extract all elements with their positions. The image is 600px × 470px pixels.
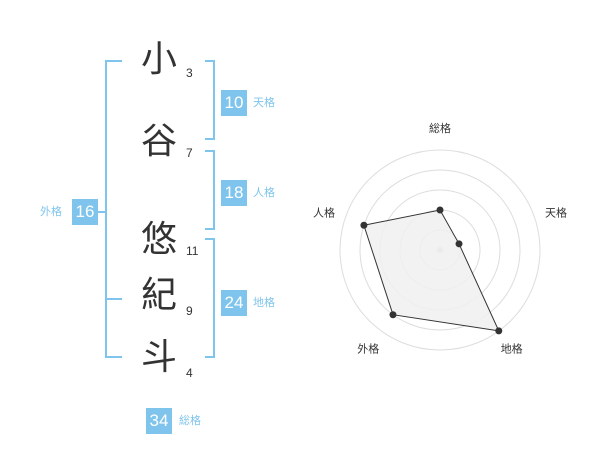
- radar-axis-label-4: 外格: [357, 342, 379, 356]
- stroke-count-3: 11: [186, 244, 199, 258]
- radar-ring-5: [339, 149, 541, 351]
- radar-point-2: [455, 240, 463, 248]
- chikaku-score: 24: [221, 290, 247, 316]
- radar-axis-label-5: 人格: [313, 205, 335, 219]
- soukaku-label: 総格: [179, 414, 201, 427]
- radar-point-3: [495, 327, 503, 335]
- chikaku-bracket: [205, 238, 215, 358]
- radar-point-5: [360, 221, 368, 229]
- name-char-1: 小: [140, 39, 177, 80]
- name-char-5: 斗: [140, 337, 177, 378]
- gaikaku-connector: [98, 211, 107, 213]
- jinkaku-bracket: [205, 150, 215, 230]
- chikaku-label: 地格: [253, 296, 275, 309]
- radar-axis-label-1: 総格: [429, 121, 451, 135]
- radar-axis-label-2: 天格: [545, 205, 567, 219]
- tenkaku-score: 10: [221, 90, 247, 116]
- jinkaku-score: 18: [221, 180, 247, 206]
- name-char-3: 悠: [140, 219, 177, 260]
- radar-points: [360, 206, 503, 335]
- radar-point-1: [436, 206, 444, 214]
- radar-data-area: [363, 209, 500, 332]
- radar-ring-4: [359, 169, 521, 331]
- tenkaku-label: 天格: [253, 96, 275, 109]
- gaikaku-bracket: [105, 60, 122, 358]
- stroke-count-4: 9: [186, 304, 193, 318]
- radar-point-4: [389, 311, 397, 319]
- name-char-4: 紀: [140, 275, 177, 316]
- soukaku-score: 34: [146, 408, 172, 434]
- jinkaku-label: 人格: [253, 186, 275, 199]
- tenkaku-bracket: [205, 60, 215, 140]
- gaikaku-score: 16: [72, 199, 98, 225]
- name-char-2: 谷: [140, 121, 177, 162]
- stroke-count-2: 7: [186, 146, 193, 160]
- stroke-count-1: 3: [186, 66, 193, 80]
- gaikaku-label: 外格: [40, 205, 62, 218]
- stroke-count-5: 4: [186, 366, 193, 380]
- radar-axis-label-3: 地格: [501, 342, 523, 356]
- gaikaku-bracket-tick: [105, 298, 122, 300]
